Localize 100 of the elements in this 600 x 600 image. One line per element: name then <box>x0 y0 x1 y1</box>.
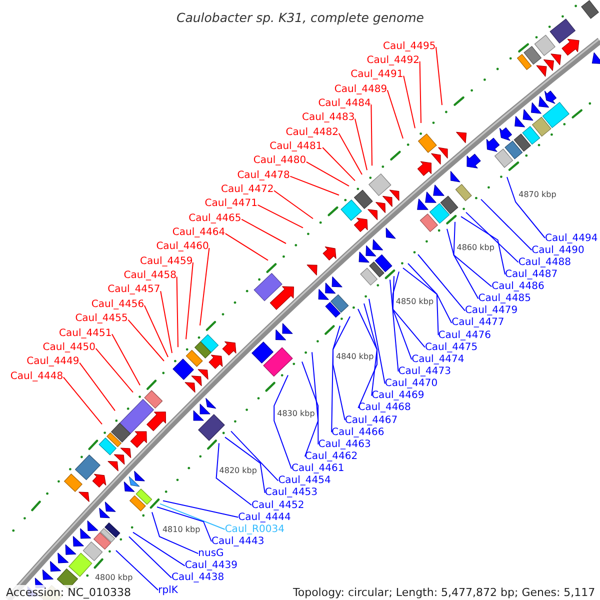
gene-label: Caul_4467 <box>344 414 398 426</box>
gene-label: Caul_4461 <box>292 463 344 474</box>
gene-label: Caul_4465 <box>188 212 242 224</box>
leader-line <box>128 536 172 578</box>
gene-label: Caul_4457 <box>108 284 160 296</box>
gene-label: Caul_4471 <box>204 198 258 210</box>
gene-label: Caul_4481 <box>270 140 322 152</box>
leader-line <box>95 348 134 393</box>
gene-label: Caul_4477 <box>452 317 504 328</box>
gene-label: Caul_4479 <box>464 305 518 316</box>
leader-line <box>112 334 140 386</box>
tick-label: 4840 kbp <box>336 352 374 362</box>
leader-line <box>332 316 350 421</box>
leader-line <box>116 550 159 591</box>
leader-line <box>358 308 378 408</box>
gene-label: Caul_4454 <box>278 475 331 486</box>
leader-line <box>290 176 340 196</box>
tick-label: 4870 kbp <box>518 190 556 199</box>
gene-label: Caul_4468 <box>358 402 411 414</box>
leader-line <box>403 75 416 129</box>
leader-line <box>408 263 452 324</box>
gene-label: Caul_4480 <box>253 155 306 166</box>
leader-line <box>62 376 102 425</box>
gene-label: Caul_4439 <box>184 560 238 572</box>
leader-line <box>230 430 279 482</box>
gene-label: Caul_4460 <box>156 241 209 252</box>
leader-line <box>156 506 212 542</box>
leader-line <box>224 436 266 494</box>
leader-line <box>186 262 194 340</box>
gene-label: Caul_4470 <box>384 378 438 390</box>
gene-label: Caul_4466 <box>332 426 384 438</box>
leader-line <box>354 118 368 171</box>
leader-line <box>152 512 199 554</box>
gene-label: Caul_4463 <box>318 438 371 450</box>
gene-label: Caul_4449 <box>26 356 80 368</box>
gene-label: Caul_4448 <box>10 370 64 382</box>
gene-label: Caul_4458 <box>124 270 176 282</box>
leader-line <box>466 212 519 263</box>
leader-line <box>322 147 356 182</box>
leader-line <box>480 198 532 251</box>
gene-label: Caul_4472 <box>221 184 274 195</box>
gene-label: Caul_4490 <box>532 244 584 256</box>
gene-label: Caul_4488 <box>518 256 571 268</box>
leader-line <box>392 276 412 360</box>
tick-label: 4810 kbp <box>162 524 200 534</box>
gene-label: Caul_4495 <box>383 40 436 52</box>
gene-label: Caul_4486 <box>492 281 544 292</box>
gene-label: Caul_4455 <box>75 313 128 324</box>
gene-label: Caul_4443 <box>212 536 264 547</box>
leader-line <box>460 216 506 275</box>
gene-label: Caul_4444 <box>238 512 291 523</box>
leader-line <box>216 442 252 506</box>
leader-line <box>160 503 226 530</box>
map-title: Caulobacter sp. K31, complete genome <box>176 10 424 24</box>
leader-line <box>132 532 186 566</box>
leader-line <box>506 176 546 238</box>
gene-label: Caul_4451 <box>59 328 112 338</box>
leader-line <box>162 500 239 518</box>
gene-label: Caul_4476 <box>438 330 491 341</box>
leader-line <box>418 254 466 312</box>
leader-line <box>224 233 268 261</box>
tick-label: 4820 kbp <box>219 466 257 476</box>
leader-line <box>176 276 178 348</box>
leader-line <box>436 46 442 106</box>
gene-label: Caul_4453 <box>264 487 318 498</box>
gene-label: Caul_4478 <box>237 170 290 181</box>
gene-label: Caul_4492 <box>366 54 420 66</box>
leader-line <box>302 361 319 457</box>
gene-label: nusG <box>198 548 224 560</box>
leader-line <box>402 268 439 336</box>
gene-label: Caul_4491 <box>350 69 404 80</box>
leader-line <box>386 90 404 139</box>
leader-line <box>368 298 386 384</box>
gene-label: Caul_4483 <box>302 112 355 124</box>
gene-label: Caul_4450 <box>42 342 96 353</box>
leader-line <box>370 104 372 166</box>
gene-label: Caul_4473 <box>398 366 451 378</box>
tick-label: 4800 kbp <box>94 573 133 582</box>
gene-label: Caul_R0034 <box>224 524 284 535</box>
gene-label: Caul_4438 <box>171 572 224 584</box>
leader-line <box>257 204 304 228</box>
gene-label: Caul_4482 <box>286 126 338 138</box>
leader-line <box>392 271 426 348</box>
gene-label: Caul_4464 <box>172 227 226 238</box>
leader-line <box>306 161 350 187</box>
gene-label: Caul_4462 <box>304 451 358 462</box>
gene-label: Caul_4484 <box>318 98 371 109</box>
leader-line <box>144 304 168 358</box>
leader-line <box>419 60 422 124</box>
leader-line <box>338 132 362 175</box>
tick-label: 4860 kbp <box>456 243 494 252</box>
tick-label: 4850 kbp <box>396 297 434 306</box>
gene-label: Caul_4474 <box>412 354 464 365</box>
gene-label: Caul_4452 <box>252 500 304 511</box>
leader-line <box>200 248 210 326</box>
leader-line <box>128 319 164 362</box>
gene-label: Caul_4494 <box>545 232 598 244</box>
gene-label: rplK <box>158 584 178 596</box>
tick-label: 4830 kbp <box>277 408 315 418</box>
leader-line <box>446 228 479 300</box>
